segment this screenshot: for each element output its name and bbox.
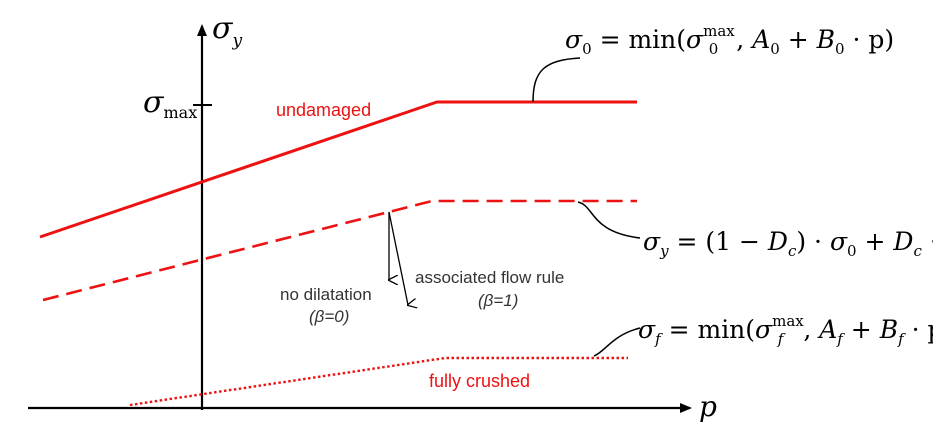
leader-sigma0 <box>532 57 581 103</box>
equation-sigmay: σy = (1 − Dc) · σ0 + Dc · σf <box>643 227 933 260</box>
no-dilatation-beta: (β=0) <box>309 307 349 326</box>
leader-sigmaf <box>593 327 641 357</box>
associated-flow-label: associated flow rule <box>415 268 564 287</box>
leader-sigmay <box>577 201 641 239</box>
fully-crushed-label: fully crushed <box>429 371 530 391</box>
x-axis-label: p <box>699 390 717 423</box>
undamaged-curve <box>39 100 637 239</box>
associated-flow-beta: (β=1) <box>478 291 518 310</box>
sigma-max-label: σmax <box>143 85 197 122</box>
y-axis-label: σy <box>212 11 242 51</box>
undamaged-label: undamaged <box>276 100 371 120</box>
fully-crushed-curve <box>129 356 628 407</box>
associated-flow-arrow <box>388 211 408 305</box>
no-dilatation-label: no dilatation <box>280 285 372 304</box>
damaged-curve <box>42 199 637 302</box>
